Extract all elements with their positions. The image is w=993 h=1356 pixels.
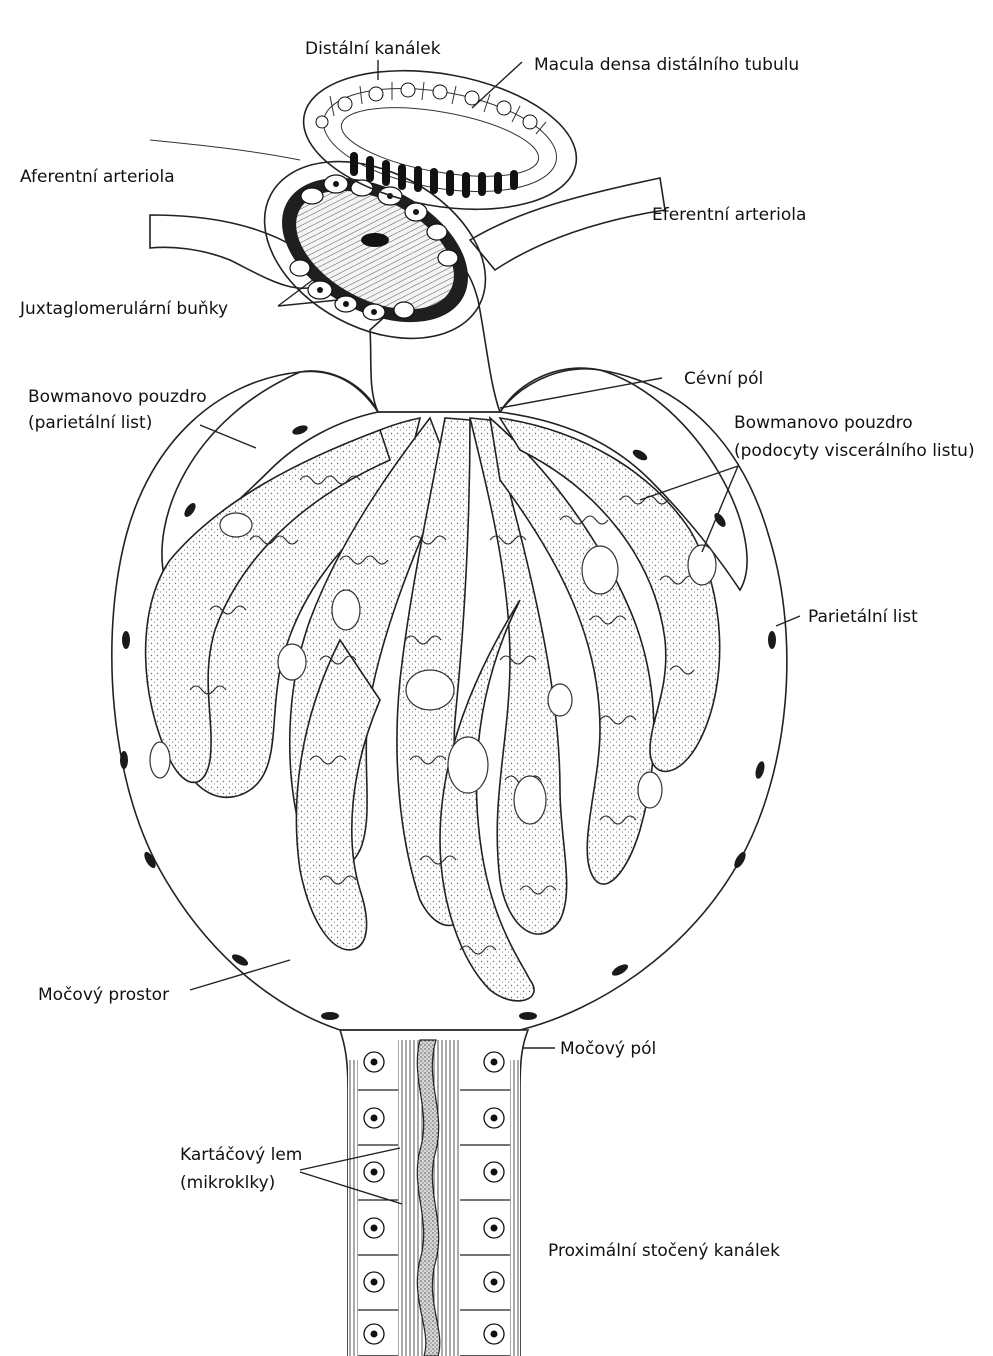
label-vascular-pole: Cévní pól [684,369,763,389]
label-bowman-podocytes-line1: Bowmanovo pouzdro [734,413,913,433]
juxtaglomerular-apparatus [234,126,516,375]
label-afferent-arteriole: Aferentní arteriola [20,167,175,187]
leader-parietal-layer [776,616,800,626]
glomerular-capillary-tuft [146,418,720,1001]
label-distal-tubule: Distální kanálek [305,39,441,59]
leader-vascular-pole [500,378,662,408]
leader-bowman-parietal [200,425,256,448]
leader-juxtaglomerular-2 [278,300,338,306]
leader-macula-densa [472,62,522,108]
label-brush-border-line1: Kartáčový lem [180,1145,302,1165]
label-brush-border-line2: (mikroklky) [180,1173,275,1193]
label-urinary-pole: Močový pól [560,1039,656,1059]
label-proximal-tubule: Proximální stočený kanálek [548,1241,780,1261]
label-juxtaglomerular-cells: Juxtaglomerulární buňky [19,299,228,319]
label-efferent-arteriole: Eferentní arteriola [652,205,806,225]
label-macula-densa: Macula densa distálního tubulu [534,55,799,75]
label-urinary-space: Močový prostor [38,985,169,1005]
label-parietal-layer: Parietální list [808,607,918,627]
label-bowman-parietal-line1: Bowmanovo pouzdro [28,387,207,407]
label-bowman-podocytes-line2: (podocyty viscerálního listu) [734,441,975,461]
leader-bowman-podocytes-2 [702,466,738,552]
label-bowman-parietal-line2: (parietální list) [28,413,152,433]
leader-urinary-space [190,960,290,990]
leader-bowman-podocytes-1 [640,466,738,500]
